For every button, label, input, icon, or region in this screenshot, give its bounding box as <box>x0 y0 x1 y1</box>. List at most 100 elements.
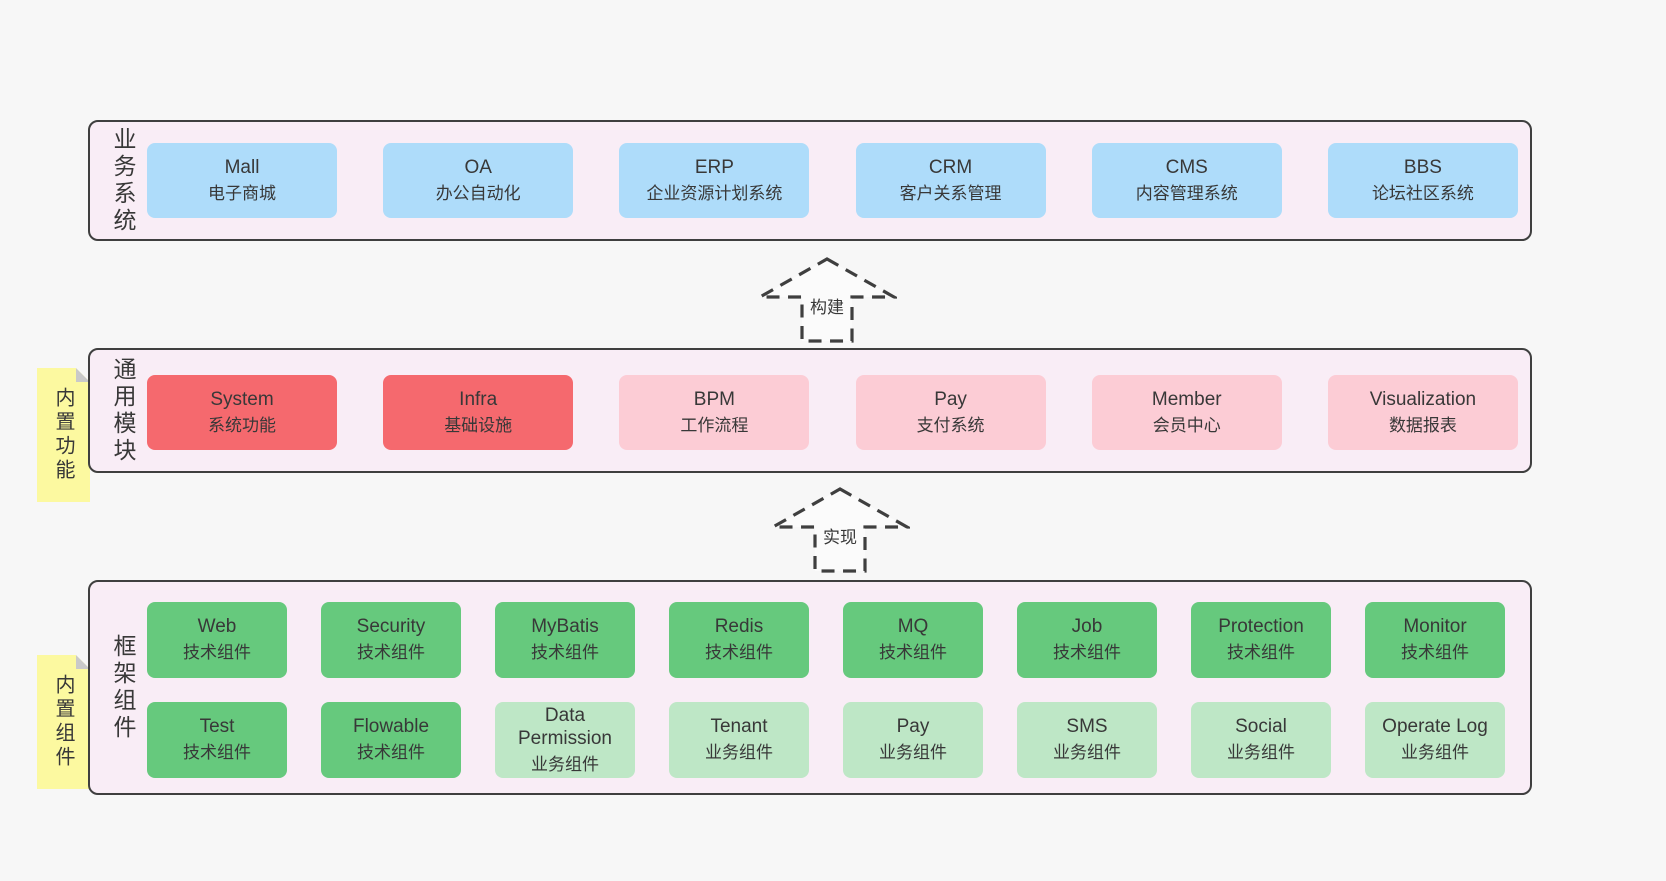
box-pay-biz: Pay 业务组件 <box>843 702 983 778</box>
panel-label-business: 业务系统 <box>110 126 136 235</box>
box-erp: ERP 企业资源计划系统 <box>619 143 810 218</box>
panel-label-modules: 通用模块 <box>110 356 136 465</box>
box-title: Security <box>356 616 426 638</box>
arrow-up-shape <box>757 257 897 343</box>
sticky-label: 内置组件 <box>52 674 74 770</box>
box-title: Pay <box>934 388 967 410</box>
box-visualization: Visualization 数据报表 <box>1327 375 1518 450</box>
box-title: MQ <box>897 616 929 638</box>
box-redis: Redis 技术组件 <box>669 602 809 678</box>
sticky-note-built-in-components: 内置组件 <box>37 655 90 789</box>
business-systems-panel: 业务系统 Mall 电子商城 OA 办公自动化 ERP 企业资源计划系统 CRM… <box>88 120 1532 241</box>
box-title: Visualization <box>1369 388 1477 410</box>
box-title: Social <box>1235 716 1287 738</box>
box-subtitle: 支付系统 <box>916 415 985 435</box>
box-subtitle: 电子商城 <box>208 183 276 203</box>
box-subtitle: 技术组件 <box>879 643 947 663</box>
common-modules-panel: 通用模块 System 系统功能 Infra 基础设施 BPM 工作流程 Pay… <box>88 348 1532 473</box>
framework-box-row-1: Web 技术组件 Security 技术组件 MyBatis 技术组件 Redi… <box>147 602 1505 678</box>
sticky-label: 内置功能 <box>52 387 74 483</box>
box-subtitle: 客户关系管理 <box>899 183 1002 203</box>
box-title: Pay <box>896 716 930 738</box>
box-bbs: BBS 论坛社区系统 <box>1327 143 1518 218</box>
box-subtitle: 基础设施 <box>444 415 513 435</box>
box-test: Test 技术组件 <box>147 702 287 778</box>
box-subtitle: 会员中心 <box>1152 415 1221 435</box>
box-tenant: Tenant 业务组件 <box>669 702 809 778</box>
box-title: Member <box>1151 388 1222 410</box>
box-subtitle: 系统功能 <box>208 415 276 435</box>
box-subtitle: 技术组件 <box>183 743 251 763</box>
box-subtitle: 技术组件 <box>357 743 425 763</box>
box-title: Infra <box>459 388 498 410</box>
box-web: Web 技术组件 <box>147 602 287 678</box>
box-title: Tenant <box>710 716 768 738</box>
arrow-label: 构建 <box>810 298 844 317</box>
box-subtitle: 内容管理系统 <box>1135 183 1238 203</box>
box-data-permission: Data Permission 业务组件 <box>495 702 635 778</box>
box-system: System 系统功能 <box>147 375 337 450</box>
box-title: Mall <box>224 156 260 178</box>
box-mall: Mall 电子商城 <box>147 143 337 218</box>
box-subtitle: 技术组件 <box>531 643 599 663</box>
box-subtitle: 技术组件 <box>1053 643 1121 663</box>
box-subtitle: 业务组件 <box>705 743 773 763</box>
box-subtitle: 业务组件 <box>879 743 947 763</box>
box-title: Operate Log <box>1382 716 1488 738</box>
box-subtitle: 办公自动化 <box>435 183 521 203</box>
box-cms: CMS 内容管理系统 <box>1091 143 1282 218</box>
box-title: Flowable <box>352 716 430 738</box>
box-title: Monitor <box>1403 616 1467 638</box>
box-bpm: BPM 工作流程 <box>619 375 810 450</box>
box-title: Job <box>1071 616 1103 638</box>
box-operate-log: Operate Log 业务组件 <box>1365 702 1505 778</box>
box-title: Protection <box>1218 616 1304 638</box>
box-subtitle: 数据报表 <box>1388 415 1457 435</box>
modules-box-row: System 系统功能 Infra 基础设施 BPM 工作流程 Pay 支付系统… <box>147 375 1518 450</box>
box-subtitle: 工作流程 <box>680 415 749 435</box>
box-subtitle: 企业资源计划系统 <box>646 183 783 203</box>
business-box-row: Mall 电子商城 OA 办公自动化 ERP 企业资源计划系统 CRM 客户关系… <box>147 143 1518 218</box>
box-security: Security 技术组件 <box>321 602 461 678</box>
box-title: CMS <box>1165 156 1208 178</box>
box-title: CRM <box>928 156 973 178</box>
box-protection: Protection 技术组件 <box>1191 602 1331 678</box>
box-title: OA <box>464 156 492 178</box>
panel-label-framework: 框架组件 <box>110 633 136 742</box>
box-title: Data Permission <box>518 705 612 749</box>
box-subtitle: 技术组件 <box>705 643 773 663</box>
box-subtitle: 业务组件 <box>1401 743 1469 763</box>
box-monitor: Monitor 技术组件 <box>1365 602 1505 678</box>
box-mybatis: MyBatis 技术组件 <box>495 602 635 678</box>
box-subtitle: 技术组件 <box>183 643 251 663</box>
arrow-up-shape <box>770 487 910 573</box>
box-title: ERP <box>694 156 734 178</box>
box-subtitle: 技术组件 <box>357 643 425 663</box>
box-subtitle: 业务组件 <box>1227 743 1295 763</box>
box-title: MyBatis <box>531 616 599 638</box>
box-social: Social 业务组件 <box>1191 702 1331 778</box>
box-subtitle: 论坛社区系统 <box>1371 183 1474 203</box>
arrow-up-build: 构建 <box>757 257 897 343</box>
framework-components-panel: 框架组件 Web 技术组件 Security 技术组件 MyBatis 技术组件… <box>88 580 1532 795</box>
box-subtitle: 业务组件 <box>531 754 599 774</box>
framework-box-row-2: Test 技术组件 Flowable 技术组件 Data Permission … <box>147 702 1505 778</box>
box-crm: CRM 客户关系管理 <box>855 143 1046 218</box>
box-job: Job 技术组件 <box>1017 602 1157 678</box>
box-subtitle: 业务组件 <box>1053 743 1121 763</box>
box-mq: MQ 技术组件 <box>843 602 983 678</box>
box-title: BBS <box>1403 156 1442 178</box>
box-sms: SMS 业务组件 <box>1017 702 1157 778</box>
box-title: System <box>210 388 274 410</box>
box-title: Redis <box>714 616 764 638</box>
box-title: BPM <box>693 388 735 410</box>
box-oa: OA 办公自动化 <box>383 143 574 218</box>
sticky-note-built-in-features: 内置功能 <box>37 368 90 502</box>
box-pay: Pay 支付系统 <box>855 375 1046 450</box>
arrow-up-implement: 实现 <box>770 487 910 573</box>
box-infra: Infra 基础设施 <box>383 375 574 450</box>
box-member: Member 会员中心 <box>1091 375 1282 450</box>
box-title: SMS <box>1066 716 1108 738</box>
box-title: Web <box>197 616 237 638</box>
arrow-label: 实现 <box>823 528 857 547</box>
